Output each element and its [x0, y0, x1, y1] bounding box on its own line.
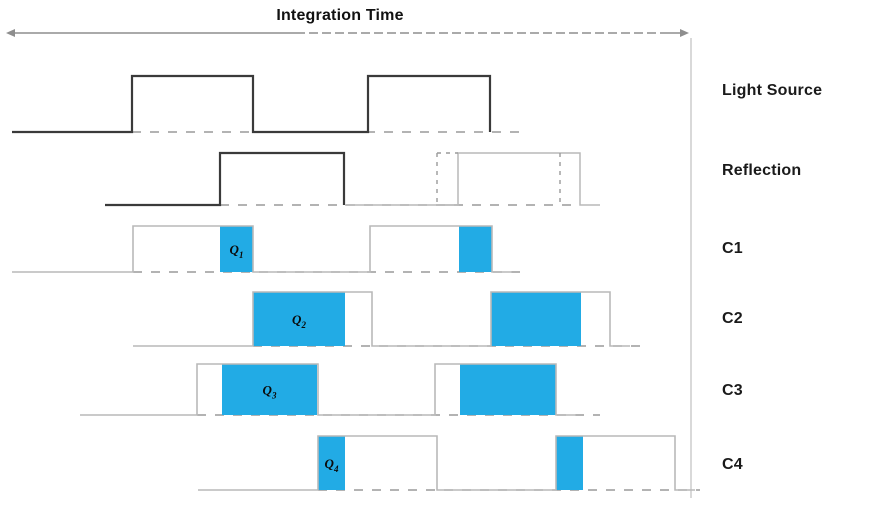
page-title: Integration Time: [276, 7, 404, 24]
waveform-row-c3: Q3: [80, 363, 600, 416]
waveform-trace-c1: [12, 225, 512, 273]
charge-block-c3-0: [222, 364, 317, 415]
waveform-trace-reflection: [105, 151, 346, 207]
waveform-row-c2: Q2: [133, 291, 645, 347]
waveform-row-light-source: [12, 74, 527, 134]
charge-block-c1-1: [459, 226, 492, 272]
charge-block-c1-0: [220, 226, 253, 272]
waveform-trace-c2: [133, 291, 630, 347]
reflection-ghost-trace: [436, 152, 600, 206]
row-label-light-source: Light Source: [722, 82, 823, 99]
waveform-row-reflection: [105, 151, 600, 207]
charge-block-c2-0: [253, 292, 345, 346]
charge-block-c4-0: [318, 436, 345, 490]
waveform-trace-light-source: [12, 74, 492, 134]
charge-block-c3-1: [460, 364, 556, 415]
row-label-c1: C1: [722, 240, 743, 257]
waveform-trace-c3: [80, 363, 576, 416]
charge-label-c4: Q4: [325, 456, 339, 474]
row-label-reflection: Reflection: [722, 162, 802, 179]
waveform-row-c1: Q1: [12, 225, 527, 273]
row-label-c3: C3: [722, 382, 743, 399]
charge-block-c2-1: [491, 292, 581, 346]
charge-label-c1: Q1: [230, 242, 244, 260]
waveform-trace-c4: [198, 435, 695, 491]
waveform-row-c4: Q4: [198, 435, 700, 491]
charge-label-c3: Q3: [263, 383, 277, 401]
charge-block-c4-1: [556, 436, 583, 490]
row-label-c4: C4: [722, 456, 743, 473]
row-label-c2: C2: [722, 310, 743, 327]
charge-label-c2: Q2: [292, 312, 306, 330]
